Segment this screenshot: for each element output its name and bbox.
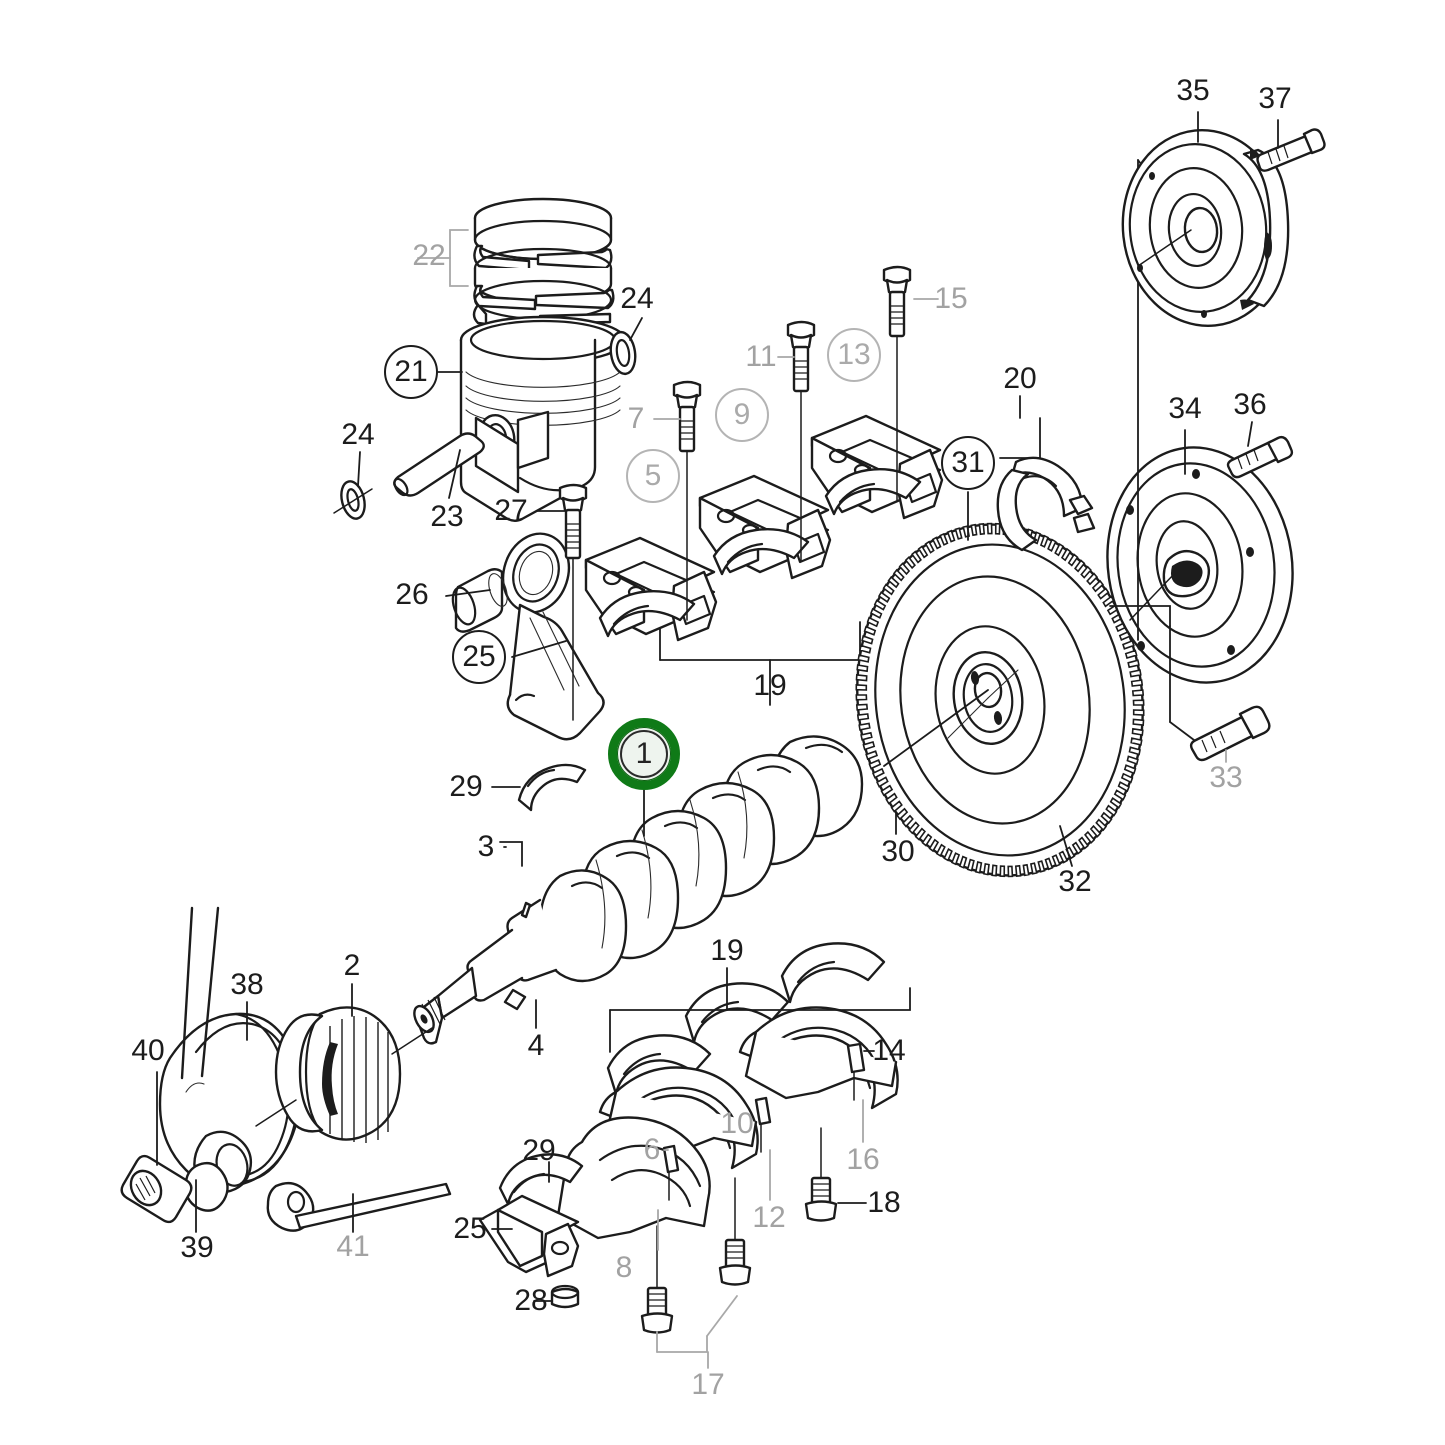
bolt-36-graphic xyxy=(1226,421,1294,479)
label-38[interactable]: 38 xyxy=(230,968,264,1001)
label-20[interactable]: 20 xyxy=(1003,362,1037,395)
label-6[interactable]: 6 xyxy=(643,1133,661,1166)
rod-cap-assembly-3 xyxy=(810,414,944,520)
piston-pin-graphic xyxy=(393,432,485,499)
bolt-33-graphic xyxy=(1169,705,1271,763)
label-25-lower[interactable]: 25 xyxy=(453,1212,487,1245)
callout-9-label: 9 xyxy=(733,398,751,431)
rod-cap-assembly-2 xyxy=(698,474,832,580)
label-22[interactable]: 22 xyxy=(412,239,446,272)
label-18[interactable]: 18 xyxy=(867,1186,901,1219)
callout-1[interactable]: 1 xyxy=(608,718,680,790)
timing-gear-graphic xyxy=(255,983,433,1143)
callout-5[interactable]: 5 xyxy=(626,449,680,503)
callout-1-label: 1 xyxy=(635,737,653,770)
bearing-shell-29a-graphic xyxy=(491,763,587,812)
callout-5-label: 5 xyxy=(644,459,662,492)
label-24-right[interactable]: 24 xyxy=(620,282,654,315)
rod-bolt-graphic xyxy=(536,483,588,721)
connecting-rod-graphic xyxy=(501,532,605,741)
label-19-upper[interactable]: 19 xyxy=(753,669,787,702)
label-37[interactable]: 37 xyxy=(1258,82,1292,115)
callout-13-label: 13 xyxy=(837,338,871,371)
callout-9[interactable]: 9 xyxy=(715,388,769,442)
rod-bushing-graphic xyxy=(445,568,508,633)
crankshaft-graphic xyxy=(413,735,906,1045)
label-15[interactable]: 15 xyxy=(934,282,968,315)
label-40[interactable]: 40 xyxy=(131,1034,165,1067)
callout-25-label: 25 xyxy=(462,640,496,673)
label-26[interactable]: 26 xyxy=(395,578,429,611)
label-35[interactable]: 35 xyxy=(1176,74,1210,107)
label-19-lower[interactable]: 19 xyxy=(710,934,744,967)
label-29-upper[interactable]: 29 xyxy=(449,770,483,803)
label-16[interactable]: 16 xyxy=(846,1143,880,1176)
label-39[interactable]: 39 xyxy=(180,1231,214,1264)
label-14[interactable]: 14 xyxy=(872,1034,906,1067)
main-bearing-cluster xyxy=(478,942,911,1369)
label-41[interactable]: 41 xyxy=(336,1230,370,1263)
rod-bolt-7-graphic xyxy=(653,380,702,621)
label-32[interactable]: 32 xyxy=(1058,865,1092,898)
label-11[interactable]: 11 xyxy=(745,340,777,373)
circlip-right-graphic xyxy=(609,317,643,376)
label-17[interactable]: 17 xyxy=(691,1368,725,1401)
thrust-washer-20-graphic xyxy=(996,395,1096,552)
rod-bolt-15-graphic xyxy=(882,265,939,501)
piston-graphic xyxy=(437,315,627,522)
piston-rings-graphic xyxy=(417,197,615,326)
label-28[interactable]: 28 xyxy=(514,1284,548,1317)
bolt-37-graphic xyxy=(1256,119,1326,172)
label-8[interactable]: 8 xyxy=(615,1251,633,1284)
label-34[interactable]: 34 xyxy=(1168,392,1202,425)
label-23[interactable]: 23 xyxy=(430,500,464,533)
rod-bolt-11-graphic xyxy=(777,320,816,561)
callout-31-label: 31 xyxy=(951,446,985,479)
flywheel-graphic xyxy=(855,491,1145,878)
rod-cap-assembly-1 xyxy=(584,536,718,642)
label-10[interactable]: 10 xyxy=(720,1107,754,1140)
label-3[interactable]: 3 xyxy=(477,830,495,863)
label-33[interactable]: 33 xyxy=(1209,761,1243,794)
label-27[interactable]: 27 xyxy=(494,494,528,527)
label-29-lower[interactable]: 29 xyxy=(522,1134,556,1167)
label-36[interactable]: 36 xyxy=(1233,388,1267,421)
label-4[interactable]: 4 xyxy=(527,1029,545,1062)
callout-21[interactable]: 21 xyxy=(384,345,438,399)
callout-31[interactable]: 31 xyxy=(941,436,995,490)
callout-25[interactable]: 25 xyxy=(452,630,506,684)
callout-13[interactable]: 13 xyxy=(827,328,881,382)
label-24-left[interactable]: 24 xyxy=(341,418,375,451)
label-30[interactable]: 30 xyxy=(881,835,915,868)
circlip-left-graphic xyxy=(333,451,373,520)
callout-21-label: 21 xyxy=(394,355,428,388)
label-7[interactable]: 7 xyxy=(627,402,645,435)
torque-converter-graphic xyxy=(1121,111,1290,328)
label-2[interactable]: 2 xyxy=(343,949,361,982)
label-12[interactable]: 12 xyxy=(752,1201,786,1234)
